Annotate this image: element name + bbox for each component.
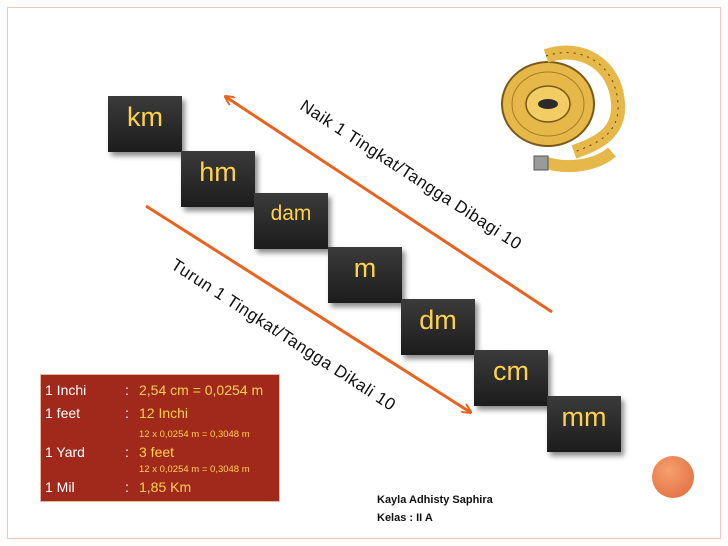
conversion-sub: 12 x 0,0254 m = 0,3048 m bbox=[139, 464, 250, 475]
unit-hm: hm bbox=[181, 151, 255, 207]
unit-cm: cm bbox=[474, 350, 548, 406]
unit-dm: dm bbox=[401, 299, 475, 355]
unit-mm: mm bbox=[547, 396, 621, 452]
conversion-sub: 12 x 0,0254 m = 0,3048 m bbox=[139, 429, 250, 440]
unit-km: km bbox=[108, 96, 182, 152]
unit-m: m bbox=[328, 247, 402, 303]
author-class: Kelas : II A bbox=[377, 512, 433, 524]
down-arrow bbox=[145, 204, 470, 412]
slide-border bbox=[7, 7, 721, 539]
tape-measure-icon bbox=[501, 45, 626, 173]
up-arrow bbox=[226, 97, 553, 314]
conversion-box: 1 Inchi : 2,54 cm = 0,0254 m 1 feet : 12… bbox=[40, 374, 280, 502]
decorative-circle bbox=[652, 456, 694, 498]
author-name: Kayla Adhisty Saphira bbox=[377, 494, 493, 506]
unit-dam: dam bbox=[254, 193, 328, 249]
